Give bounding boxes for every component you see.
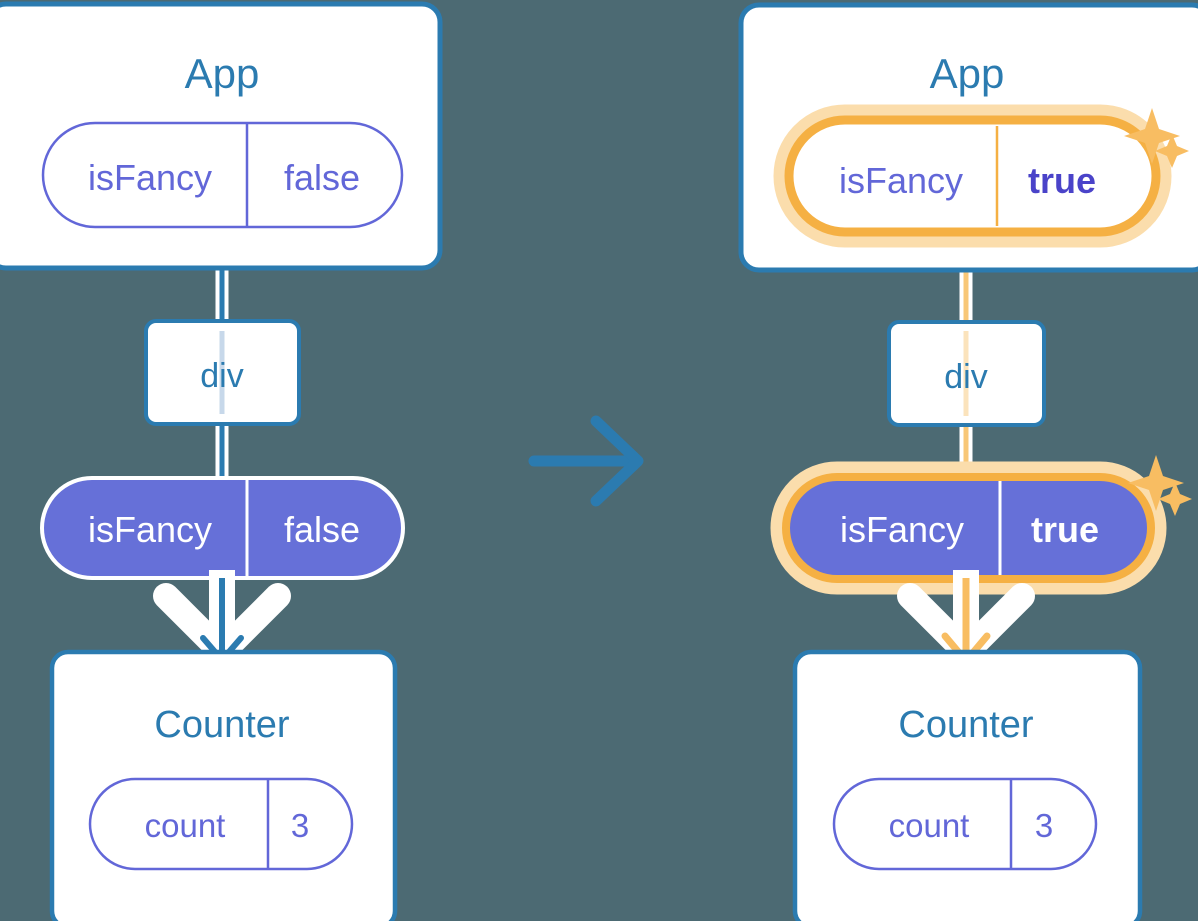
prop-pill-key-after: isFancy [840,509,964,550]
propagation-arrow-before [153,570,291,665]
app-state-value-after: true [1028,160,1096,201]
counter-state-value-after: 3 [1035,807,1053,844]
sparkle-icon-prop [1128,455,1192,516]
prop-pill-key-before: isFancy [88,509,212,550]
div-card-after [887,320,1046,427]
app-state-key-before: isFancy [88,157,212,198]
app-state-value-before: false [284,157,360,198]
app-title-before: App [185,50,260,97]
counter-state-key-after: count [889,807,970,844]
prop-pill-value-after: true [1031,509,1099,550]
sparkle-icon-app [1124,108,1189,168]
panel-before [0,1,443,921]
panel-after [738,2,1198,921]
counter-title-after: Counter [898,704,1034,746]
app-state-key-after: isFancy [839,160,963,201]
div-card-before [144,319,301,426]
counter-title-before: Counter [154,704,290,746]
counter-state-key-before: count [145,807,226,844]
div-title-before: div [200,357,243,395]
counter-state-pill-before [88,777,354,871]
counter-state-pill-after [832,777,1098,871]
counter-state-value-before: 3 [291,807,309,844]
prop-pill-after [770,461,1167,595]
app-title-after: App [930,50,1005,97]
prop-pill-value-before: false [284,509,360,550]
propagation-arrow-after [897,570,1035,665]
app-state-pill-after [773,104,1172,248]
app-state-pill-before [41,121,404,229]
div-title-after: div [944,358,987,396]
transition-arrow-icon [528,415,644,507]
